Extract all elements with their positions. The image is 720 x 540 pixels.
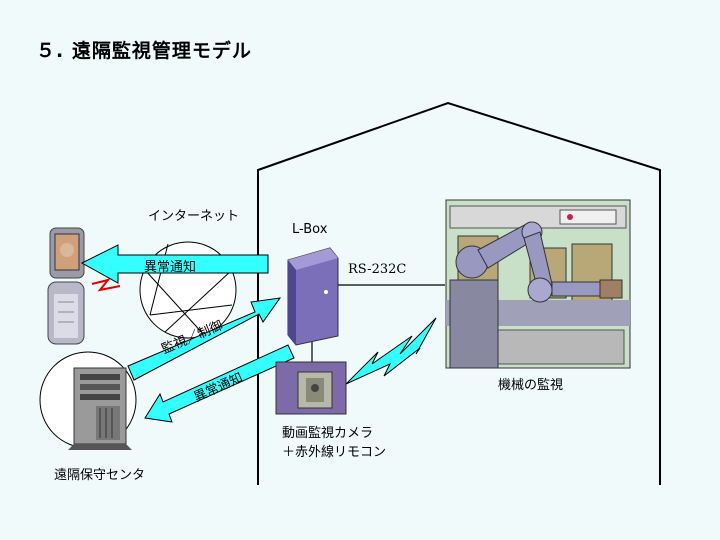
alert-arrow-label: 異常通知: [144, 260, 197, 275]
machine-monitoring-label: 機械の監視: [498, 378, 564, 393]
camera-label-line2: ＋赤外線リモコン: [282, 445, 387, 460]
page-title: ５. 遠隔監視管理モデル: [36, 40, 252, 62]
camera-device: [275, 361, 347, 415]
maintenance-center-server: [39, 351, 137, 450]
house-outline: [257, 101, 661, 485]
rs232c-label: RS-232C: [348, 262, 407, 277]
alert-center-arrow: [144, 344, 295, 423]
red-signal: [91, 278, 121, 292]
ir-lightning: [345, 317, 437, 385]
lbox-device: [287, 247, 339, 346]
mobile-phone: [47, 227, 85, 345]
internet-label: インターネット: [148, 209, 240, 224]
machine-illustration: [445, 199, 631, 369]
lbox-label: L-Box: [292, 222, 328, 237]
monitor-control-arrow: [127, 297, 282, 381]
maintenance-center-label: 遠隔保守センタ: [54, 468, 146, 483]
alert-arrow: [80, 244, 269, 284]
camera-label-line1: 動画監視カメラ: [282, 426, 374, 441]
